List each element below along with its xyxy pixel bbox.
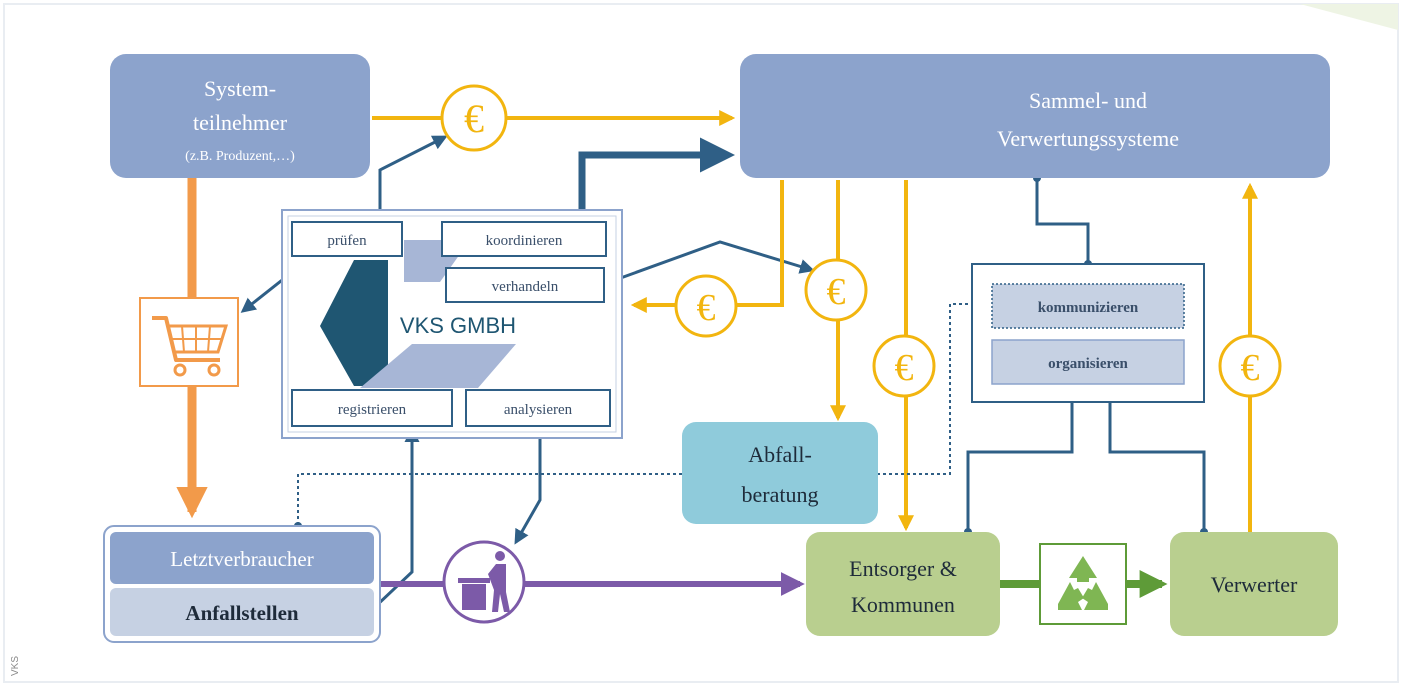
euro-symbol: €	[827, 271, 846, 313]
vks-analyze-box: analysieren	[465, 389, 611, 427]
vks-negotiate-box: verhandeln	[445, 267, 605, 303]
vks-name: VKS GMBH	[400, 313, 516, 338]
vks-container: VKS GMBH prüfen koordinieren verhandeln …	[281, 209, 623, 439]
vks-register-box: registrieren	[291, 389, 453, 427]
image-credit: VKS	[10, 656, 21, 676]
shopping-cart-icon	[139, 297, 239, 387]
systems-to-org-line	[1035, 178, 1090, 264]
euro-icon: €	[674, 274, 738, 338]
communicate-box	[991, 283, 1185, 329]
system-participants-sub: (z.B. Produzent,…)	[185, 149, 295, 164]
euro-symbol: €	[1241, 347, 1260, 389]
collection-systems-box: Sammel- und Verwertungssysteme	[740, 54, 1330, 178]
vks-shape-bottom	[360, 344, 516, 388]
euro-icon: €	[440, 84, 508, 152]
vks-shape-left	[320, 260, 388, 386]
communicate-label: kommunizieren	[1038, 300, 1139, 316]
end-consumer-bottom	[110, 588, 374, 636]
euro-icon: €	[1218, 334, 1282, 398]
recyclers-box: Verwerter	[1170, 532, 1338, 636]
disposers-box: Entsorger & Kommunen	[806, 532, 1000, 636]
vks-analyze-label: analysieren	[504, 402, 573, 418]
vks-negotiate-label: verhandeln	[492, 279, 559, 295]
recyclers-label: Verwerter	[1211, 572, 1298, 597]
vks-check-box: prüfen	[291, 221, 403, 257]
corner-accent	[1300, 4, 1398, 30]
system-participants-box: System- teilnehmer (z.B. Produzent,…)	[110, 54, 370, 178]
disposers-line1: Entsorger &	[849, 556, 957, 581]
coordinate-arrow	[578, 137, 735, 222]
waste-advice-line1: Abfall-	[748, 442, 812, 467]
communicate-dotted-line	[297, 303, 992, 526]
recycle-icon	[1039, 543, 1127, 625]
euro-icon: €	[804, 258, 868, 322]
vks-check-label: prüfen	[327, 233, 367, 249]
euro-symbol: €	[895, 347, 914, 389]
org-unit-box: kommunizieren organisieren	[971, 263, 1205, 403]
euro-symbol: €	[697, 287, 716, 329]
organize-box	[991, 339, 1185, 385]
end-consumer-bottom-label: Anfallstellen	[185, 601, 298, 625]
vks-coordinate-label: koordinieren	[486, 233, 563, 249]
system-participants-line2: teilnehmer	[193, 110, 288, 135]
collection-systems-line2: Verwertungssysteme	[997, 126, 1179, 151]
system-participants-line1: System-	[204, 76, 276, 101]
collection-systems-line1: Sammel- und	[1029, 88, 1147, 113]
waste-advice-box: Abfall- beratung	[682, 422, 878, 524]
organize-to-disposers-line	[966, 384, 1074, 532]
euro-icon: €	[872, 334, 936, 398]
disposers-line2: Kommunen	[851, 592, 955, 617]
vks-register-label: registrieren	[338, 402, 407, 418]
register-arrow	[374, 427, 420, 608]
organize-label: organisieren	[1048, 356, 1128, 372]
euro-symbol: €	[464, 96, 484, 141]
outer-frame	[3, 3, 1399, 683]
waste-advice-line2: beratung	[742, 482, 819, 507]
trash-bin-icon	[442, 540, 526, 624]
check-arrow-participants	[378, 135, 448, 218]
end-consumer-top-label: Letztverbraucher	[170, 547, 313, 571]
end-consumer-box: Letztverbraucher Anfallstellen	[103, 525, 381, 643]
end-consumer-top	[110, 532, 374, 584]
analyze-arrow	[514, 430, 542, 545]
vks-coordinate-box: koordinieren	[441, 221, 607, 257]
organize-to-recyclers-line	[1108, 384, 1206, 532]
